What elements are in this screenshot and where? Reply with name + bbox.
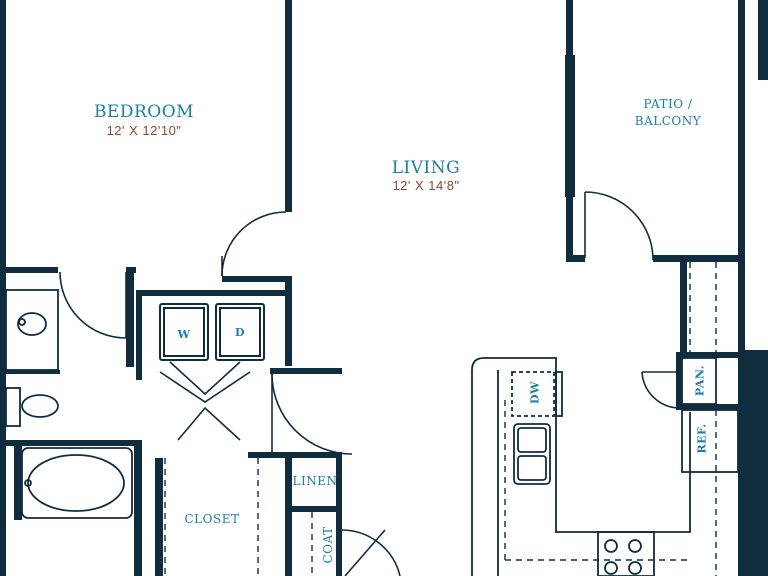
bedroom-dimensions: 12' X 12'10": [106, 123, 182, 138]
kitchen-counters: [471, 357, 739, 576]
overhead-lines: [164, 262, 717, 576]
refrigerator-label: REF.: [695, 423, 709, 454]
coat-label: COAT: [321, 526, 335, 564]
dryer-label: D: [234, 326, 246, 339]
living-label: LIVING: [391, 158, 461, 178]
living-dimensions: 12' X 14'8": [392, 178, 460, 193]
sliding-door: [565, 55, 575, 197]
linen-label: LINEN: [292, 474, 338, 488]
washer-dryer: [159, 303, 265, 361]
door-swings: [59, 191, 681, 576]
dishwasher-label: DW: [528, 381, 542, 404]
bedroom-label: BEDROOM: [93, 102, 195, 122]
washer-label: W: [177, 328, 191, 341]
closet-label: CLOSET: [184, 512, 240, 526]
balcony-label: BALCONY: [634, 114, 702, 128]
patio-label: PATIO /: [643, 97, 693, 111]
pantry-label: PAN.: [693, 364, 707, 397]
bath-fixtures: [5, 289, 133, 519]
